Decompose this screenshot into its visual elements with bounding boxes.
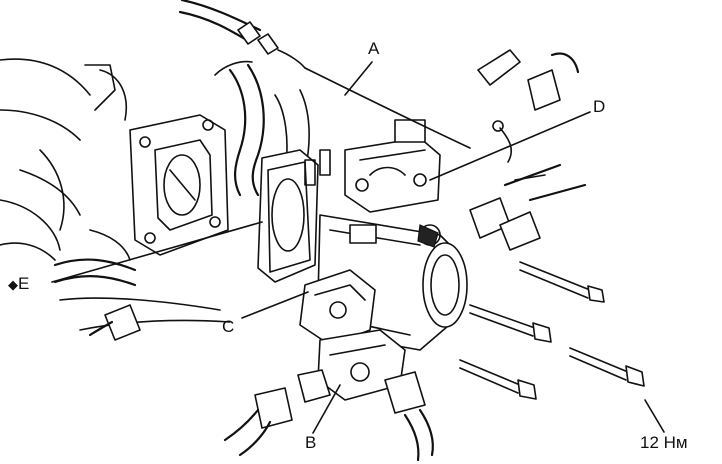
throttle-cable (304, 67, 471, 149)
leader-d (429, 111, 591, 181)
wiring-connectors (88, 304, 434, 462)
callout-d: D (593, 97, 606, 116)
throttle-cable-bracket (304, 119, 441, 213)
callout-a: A (368, 39, 380, 58)
gasket (257, 149, 319, 283)
bolts (459, 261, 645, 400)
idle-air-control-valve (297, 329, 406, 403)
torque-label: 12 Нм (640, 433, 688, 452)
leader-e (51, 221, 263, 283)
coolant-hoses (214, 60, 310, 197)
diamond-marker-icon: ◆ (8, 277, 18, 292)
leader-torque (644, 399, 665, 433)
leader-a (344, 61, 373, 96)
leader-lines (51, 61, 665, 434)
leader-b (312, 384, 341, 434)
intake-manifold-outline (0, 58, 231, 331)
callout-c: C (222, 317, 235, 336)
throttle-position-sensor (299, 269, 376, 346)
connector-top (477, 49, 580, 163)
vacuum-hose (178, 0, 306, 69)
callout-b: B (305, 433, 317, 452)
intake-flange (129, 114, 229, 256)
connector-right (469, 163, 587, 251)
callout-e: ◆E (8, 274, 30, 293)
leader-c (241, 291, 309, 319)
